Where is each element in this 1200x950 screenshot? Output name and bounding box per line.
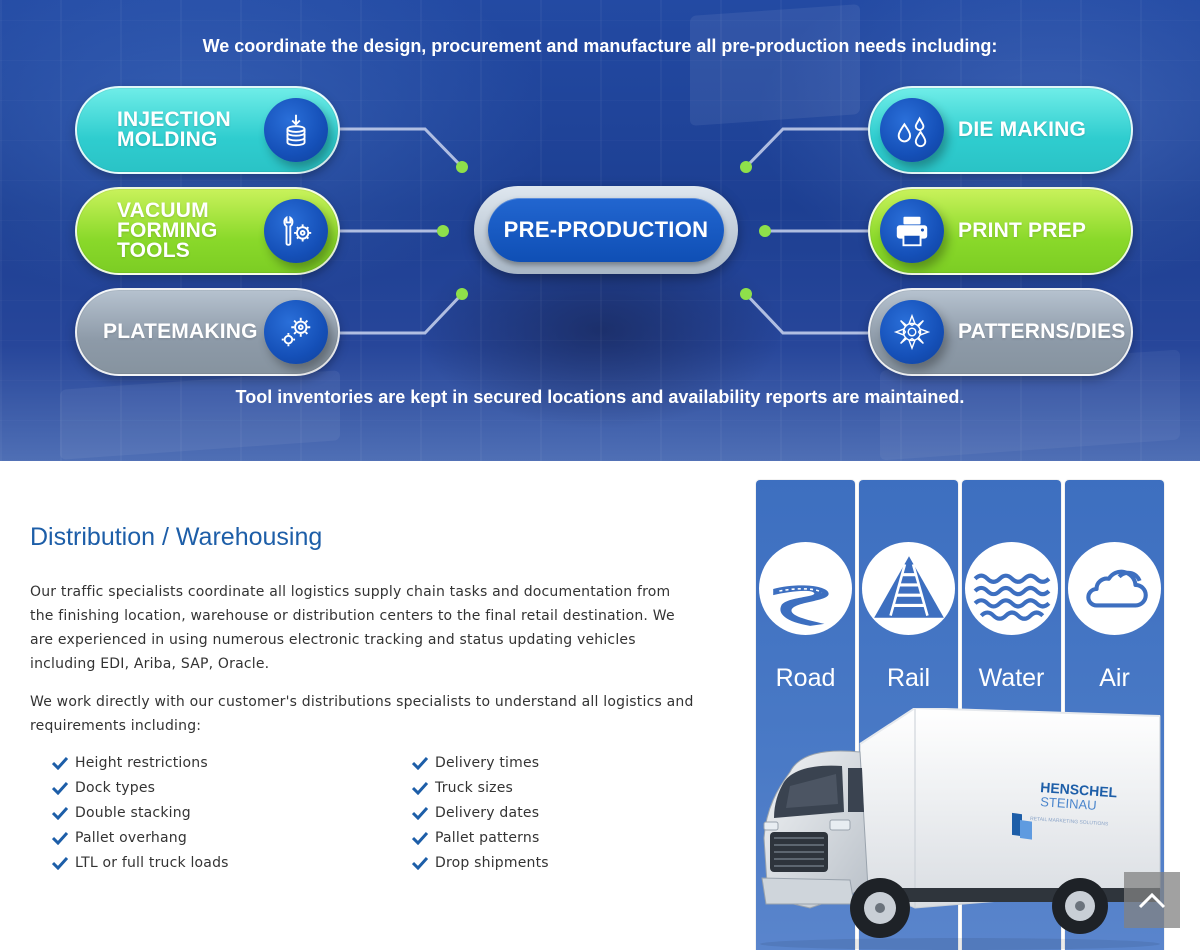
connector-line [744,127,868,169]
list-item: Delivery dates [412,800,549,825]
list-item: Delivery times [412,750,549,775]
service-print-prep: PRINT PREP [868,187,1133,275]
list-item: Dock types [52,775,229,800]
mandala-icon [880,300,944,364]
connector-dot [740,288,752,300]
list-item-text: Truck sizes [435,779,514,796]
list-item-text: Double stacking [75,804,191,821]
pre-production-hero: We coordinate the design, procurement an… [0,0,1200,461]
gears-icon [264,300,328,364]
transport-label: Rail [886,664,931,692]
list-item: LTL or full truck loads [52,850,229,875]
truck-illustration: HENSCHEL STEINAU RETAIL MARKETING SOLUTI… [760,708,1161,950]
connector-lines [340,127,868,335]
check-icon [52,831,68,845]
truck-wheel [850,878,910,938]
connector-line [340,127,464,169]
list-item-text: LTL or full truck loads [75,854,229,871]
service-label: INJECTION MOLDING [117,108,231,151]
check-icon [412,831,428,845]
service-patterns-dies: PATTERNS/DIES [868,288,1133,376]
distribution-paragraph: We work directly with our customer's dis… [30,694,694,734]
service-label: DIE MAKING [958,118,1086,141]
check-icon [412,781,428,795]
pre-production-label: PRE-PRODUCTION [488,198,724,262]
truck-tagline: RETAIL MARKETING SOLUTIONS [1030,816,1109,827]
list-item: Pallet overhang [52,825,229,850]
scroll-to-top-button[interactable] [1124,872,1180,928]
service-die-making: DIE MAKING [868,86,1133,174]
check-icon [52,806,68,820]
hero-footer-text: Tool inventories are kept in secured loc… [235,387,965,407]
truck-wheel [1052,878,1108,934]
service-vacuum-forming-tools: VACUUM FORMING TOOLS [75,187,340,275]
check-icon [52,781,68,795]
distribution-paragraph: Our traffic specialists coordinate all l… [30,584,675,672]
truck-brand-name: STEINAU [1040,794,1097,813]
truck-brand-name: HENSCHEL [1040,779,1118,800]
list-item: Pallet patterns [412,825,549,850]
connector-dot [437,225,449,237]
hero-heading: We coordinate the design, procurement an… [202,36,998,56]
list-item: Height restrictions [52,750,229,775]
list-item-text: Delivery times [435,754,540,771]
connector-dot [740,161,752,173]
service-label: PRINT PREP [958,219,1087,242]
cloud-icon [1068,542,1161,635]
stack-icon [264,98,328,162]
wrench-gear-icon [264,199,328,263]
connector-line [744,292,868,335]
list-item: Truck sizes [412,775,549,800]
pre-production-hub: PRE-PRODUCTION [474,186,738,274]
requirements-list: Delivery times Truck sizes Delivery date… [412,750,549,875]
droplets-icon [880,98,944,162]
check-icon [412,806,428,820]
service-label: VACUUM FORMING TOOLS [117,199,218,262]
water-icon [965,542,1058,635]
transport-label: Water [978,664,1045,692]
distribution-title: Distribution / Warehousing [30,523,323,551]
check-icon [52,856,68,870]
transport-label: Air [1099,664,1130,692]
list-item: Double stacking [52,800,229,825]
list-item-text: Pallet overhang [75,829,187,846]
check-icon [412,856,428,870]
connector-dot [456,161,468,173]
list-item-text: Delivery dates [435,804,540,821]
list-item-text: Height restrictions [75,754,208,771]
rail-icon [862,542,955,635]
connector-dot [456,288,468,300]
check-icon [412,756,428,770]
chevron-up-icon [1138,892,1166,909]
check-icon [52,756,68,770]
henschel-logo [1012,812,1032,840]
service-label: PATTERNS/DIES [958,320,1126,343]
connector-line [340,292,464,335]
service-injection-molding: INJECTION MOLDING [75,86,340,174]
service-platemaking: PLATEMAKING [75,288,340,376]
list-item: Drop shipments [412,850,549,875]
service-label: PLATEMAKING [103,320,258,343]
list-item-text: Drop shipments [435,854,549,871]
connector-dot [759,225,771,237]
printer-icon [880,199,944,263]
road-icon [759,542,852,635]
list-item-text: Pallet patterns [435,829,540,846]
transport-modes-graphic: Road Rail Water [748,480,1168,950]
requirements-list: Height restrictions Dock types Double st… [52,750,229,875]
list-item-text: Dock types [75,779,156,796]
transport-label: Road [775,664,836,692]
